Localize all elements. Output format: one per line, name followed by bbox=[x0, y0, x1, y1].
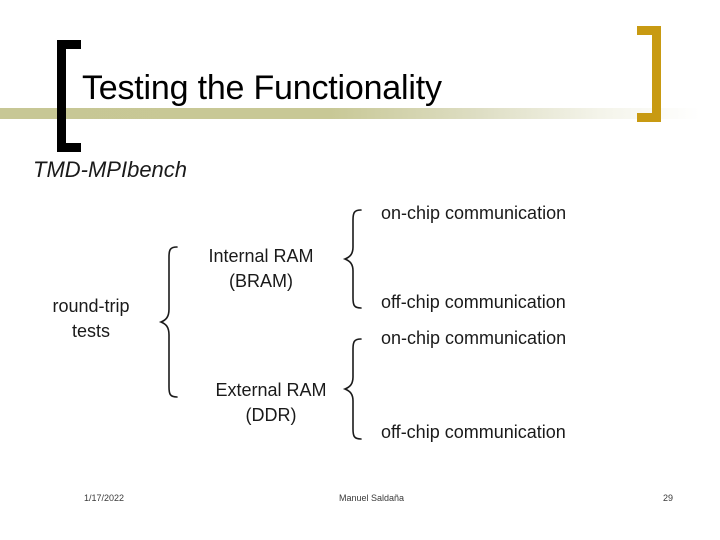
diagram-leaf-ddr-offchip: off-chip communication bbox=[381, 422, 566, 442]
footer-author: Manuel Saldaña bbox=[339, 493, 405, 503]
curly-brace-bram-icon bbox=[342, 209, 362, 309]
left-square-bracket-icon bbox=[57, 40, 81, 152]
slide-subtitle: TMD-MPIbench bbox=[33, 157, 188, 182]
diagram-node-bram-line1: Internal RAM bbox=[208, 246, 314, 266]
footer-date: 1/17/2022 bbox=[84, 493, 125, 503]
diagram-node-ddr-line2: (DDR) bbox=[245, 405, 297, 425]
curly-brace-ddr-icon bbox=[342, 338, 362, 440]
diagram-node-branch-bram: Internal RAM (BRAM) bbox=[176, 244, 346, 294]
diagram-node-ddr-line1: External RAM bbox=[215, 380, 327, 400]
curly-brace-root-icon bbox=[158, 246, 178, 398]
diagram-node-bram-line2: (BRAM) bbox=[229, 271, 293, 291]
diagram-node-root: round-trip tests bbox=[18, 294, 164, 344]
diagram-leaf-bram-onchip: on-chip communication bbox=[381, 203, 567, 223]
footer-page-number: 29 bbox=[663, 493, 674, 503]
diagram-node-root-line1: round-trip bbox=[52, 296, 130, 316]
page-title: Testing the Functionality bbox=[82, 69, 442, 107]
diagram-leaf-ddr-onchip: on-chip communication bbox=[381, 328, 567, 348]
diagram-node-root-line2: tests bbox=[71, 321, 110, 341]
diagram-node-branch-ddr: External RAM (DDR) bbox=[186, 378, 356, 428]
diagram-leaf-bram-offchip: off-chip communication bbox=[381, 292, 566, 312]
right-square-bracket-icon bbox=[637, 26, 661, 122]
title-rule bbox=[0, 108, 720, 119]
